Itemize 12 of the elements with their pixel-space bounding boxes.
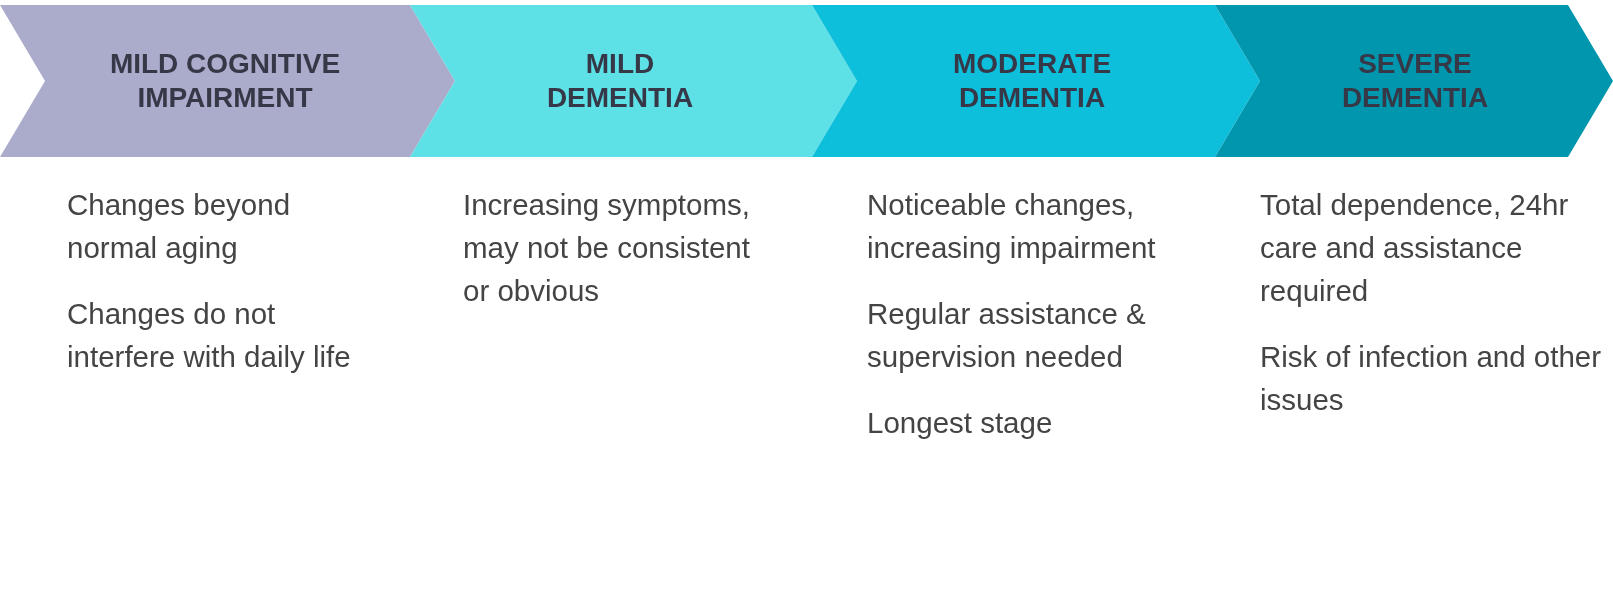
stage-heading: MILD COGNITIVE IMPAIRMENT [108,47,342,115]
description-text: Regular assistance & supervision needed [867,296,1147,375]
description-text: Changes beyond normal aging [67,187,292,266]
stage-heading: MILD DEMENTIA [545,47,695,115]
description-text: Longest stage [867,405,1054,441]
stage-heading: SEVERE DEMENTIA [1340,47,1490,115]
description-text: Changes do not interfere with daily life [67,296,352,375]
description-text: Noticeable changes, increasing impairment [867,187,1157,266]
stage-heading: MODERATE DEMENTIA [951,47,1113,115]
description-text: Risk of infection and other issues [1260,339,1603,418]
description-text: Total dependence, 24hr care and assistance required [1260,187,1570,309]
description-text: Increasing symptoms, may not be consistent or obvious [463,187,751,309]
